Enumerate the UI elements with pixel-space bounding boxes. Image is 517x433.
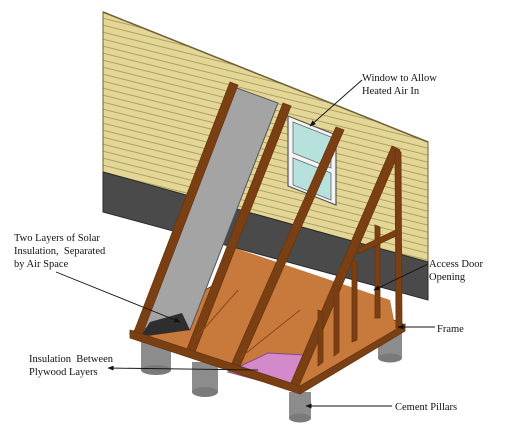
label-frame: Frame [437, 323, 464, 336]
pillar-front [289, 392, 311, 423]
label-solar-insulation: Two Layers of Solar Insulation, Separate… [14, 232, 105, 271]
label-plywood-insulation: Insulation Between Plywood Layers [29, 353, 113, 379]
label-cement-pillars: Cement Pillars [395, 401, 457, 414]
pillar-front-left [192, 362, 218, 397]
label-access-door: Access Door Opening [429, 258, 483, 284]
label-window: Window to Allow Heated Air In [362, 72, 437, 98]
